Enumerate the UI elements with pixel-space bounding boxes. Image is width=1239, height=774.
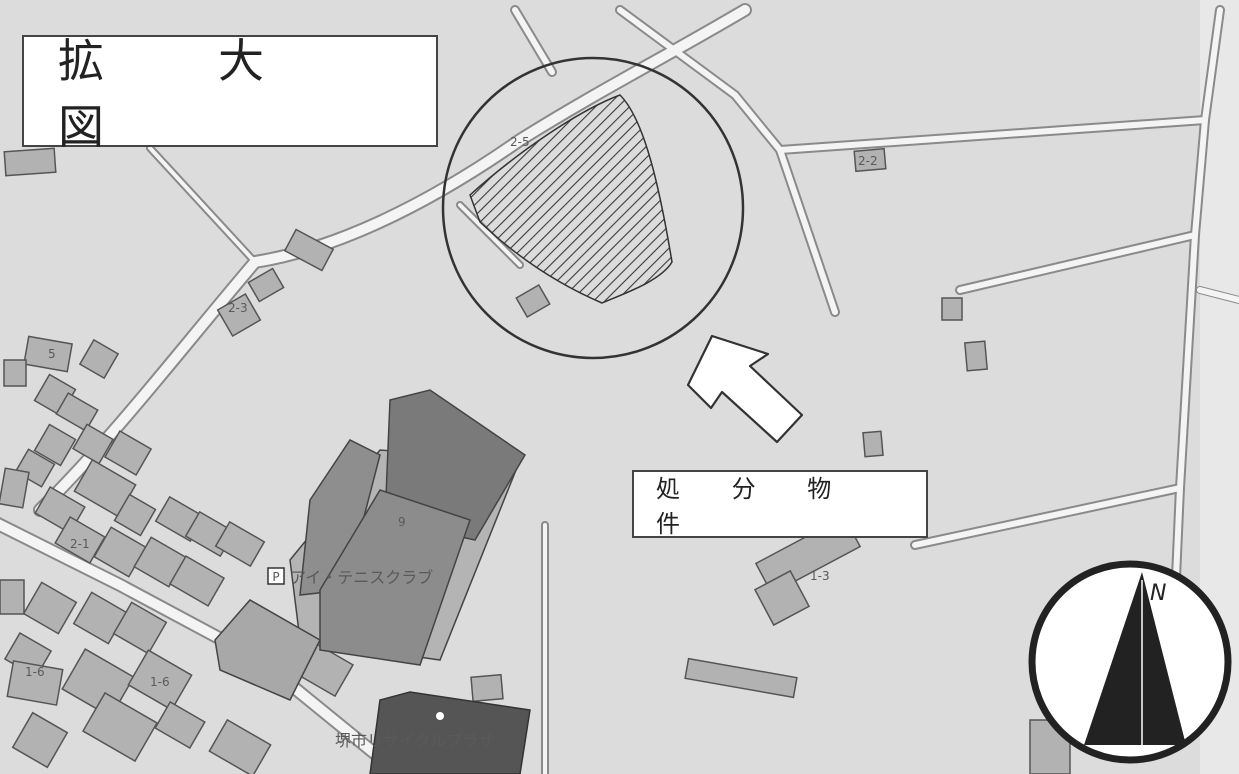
highlight-circle — [441, 56, 745, 360]
north-arrow-icon: N — [1028, 560, 1232, 764]
lot-number: 2-5 — [510, 135, 530, 149]
lot-number: 2-3 — [228, 301, 248, 315]
recycle-plaza-building — [369, 691, 531, 774]
lot-number: 1-3 — [810, 569, 830, 583]
map-title: 拡 大 図 — [58, 34, 378, 154]
lot-number: 9 — [398, 515, 406, 529]
pointer-arrow-icon — [686, 334, 804, 444]
roads — [0, 3, 1239, 774]
target-label: 処 分 物 件 — [656, 475, 854, 538]
target-parcel[interactable] — [469, 94, 673, 304]
lot-number: 2-2 — [858, 154, 878, 168]
lot-numbers: 2-5 2-2 2-3 5 2-1 9 1-3 1-6 1-6 — [25, 135, 878, 689]
target-label-box: 処 分 物 件 — [632, 470, 928, 538]
buildings-small — [0, 147, 1071, 774]
parking-letter: P — [272, 570, 279, 584]
facility-label-recycle: 堺市リサイクルプラザ — [335, 731, 494, 750]
lot-number: 1-6 — [150, 675, 170, 689]
north-label: N — [1150, 581, 1166, 606]
map-title-box: 拡 大 図 — [22, 34, 438, 154]
tennis-club-complex — [214, 389, 527, 701]
lot-number: 2-1 — [70, 537, 90, 551]
parking-symbol: P — [267, 567, 285, 585]
facility-label-tennis: アイ・テニスクラブ — [290, 568, 433, 587]
lot-number: 1-6 — [25, 665, 45, 679]
lot-number: 5 — [48, 347, 56, 361]
